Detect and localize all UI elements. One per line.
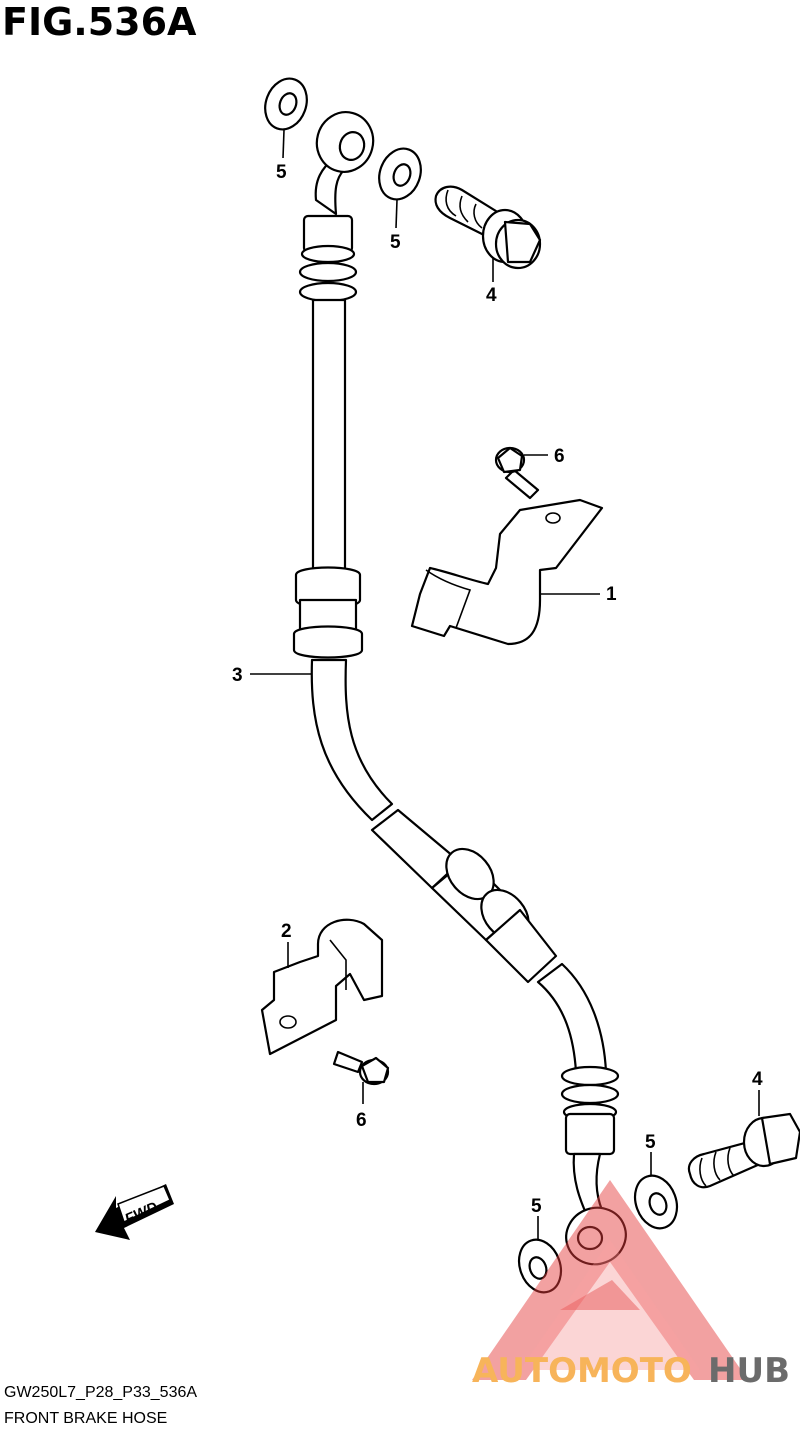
callout-washer-top-left: 5 bbox=[276, 162, 287, 183]
screw-bottom bbox=[332, 1050, 390, 1086]
watermark-text-automoto: AUTOMOTO bbox=[472, 1351, 692, 1391]
washer-bottom-right bbox=[633, 1174, 679, 1230]
callout-screw-bottom: 6 bbox=[356, 1110, 367, 1131]
callout-washer-bottom-right: 5 bbox=[645, 1132, 656, 1153]
hose-top-banjo bbox=[314, 111, 375, 216]
washer-top-right bbox=[378, 147, 422, 201]
hose-lower-metal bbox=[560, 1065, 620, 1220]
callout-hose: 3 bbox=[232, 665, 243, 686]
callout-washer-bottom-left: 5 bbox=[531, 1196, 542, 1217]
callout-washer-top-right: 5 bbox=[390, 232, 401, 253]
bracket-part bbox=[260, 918, 384, 1056]
hose-upper-metal bbox=[292, 214, 364, 659]
model-code: GW250L7_P28_P33_536A bbox=[4, 1384, 198, 1401]
screw-top bbox=[494, 446, 540, 500]
banjo-bolt-top bbox=[434, 185, 542, 270]
callout-screw-top: 6 bbox=[554, 446, 565, 467]
watermark-logo-icon bbox=[472, 1180, 748, 1380]
clamp-part bbox=[410, 498, 604, 646]
callout-bolt-top: 4 bbox=[486, 285, 497, 306]
watermark-text-hub: HUB bbox=[708, 1351, 790, 1391]
banjo-bolt-bottom bbox=[687, 1112, 800, 1189]
callout-clamp: 1 bbox=[606, 584, 617, 605]
hose-bottom-banjo bbox=[565, 1206, 627, 1266]
callout-bracket: 2 bbox=[281, 921, 292, 942]
washer-top-left bbox=[264, 77, 308, 131]
fwd-arrow-icon: FWD bbox=[95, 1184, 174, 1240]
callout-bolt-bottom: 4 bbox=[752, 1069, 763, 1090]
section-name: FRONT BRAKE HOSE bbox=[4, 1410, 168, 1427]
hose-body bbox=[310, 658, 608, 1074]
figure-title: FIG.536A bbox=[2, 0, 197, 44]
washer-bottom-left bbox=[517, 1238, 563, 1294]
